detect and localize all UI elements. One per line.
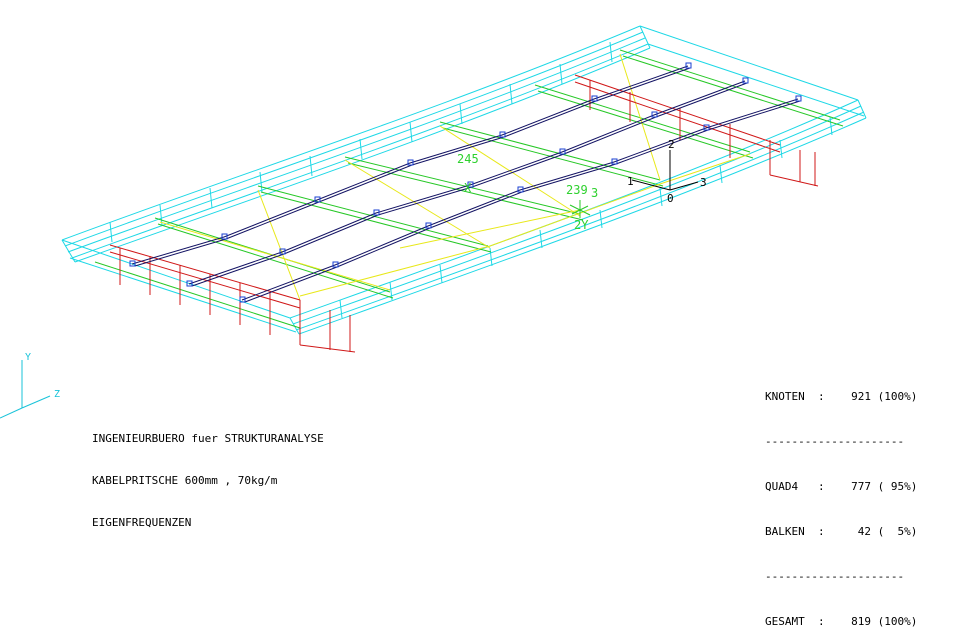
- stats-row-quad4: QUAD4 : 777 ( 95%): [765, 480, 918, 493]
- stats-balken-label: BALKEN: [765, 525, 805, 538]
- mode-shape-nodes: [129, 62, 802, 303]
- stats-row-gesamt: GESAMT : 819 (100%): [765, 615, 918, 628]
- title-line-3: EIGENFREQUENZEN: [92, 516, 192, 529]
- stats-separator-1: ---------------------: [765, 435, 905, 448]
- axis-label-y: Y: [25, 352, 31, 363]
- node-label-2y: 2Y: [574, 218, 589, 232]
- stats-balken-value: 42 ( 5%): [851, 525, 918, 538]
- stats-knoten-value: 921 (100%): [851, 390, 918, 403]
- node-label-245: 245: [457, 152, 479, 166]
- csys-label-3: 3: [700, 176, 707, 189]
- far-side-rail: [61, 25, 651, 263]
- title-line-1: INGENIEURBUERO fuer STRUKTURANALYSE: [92, 432, 324, 445]
- local-csys-icon: [631, 150, 699, 191]
- end-frames: [61, 25, 865, 333]
- node-label-x: X: [464, 181, 472, 195]
- stats-quad4-value: 777 ( 95%): [851, 480, 918, 493]
- stats-row-balken: BALKEN : 42 ( 5%): [765, 525, 918, 538]
- title-line-2: KABELPRITSCHE 600mm , 70kg/m: [92, 474, 278, 487]
- model-viewport[interactable]: 245 X 239 3 2Y 2 1 3 0 Y Z: [0, 0, 961, 457]
- node-label-3: 3: [591, 186, 598, 200]
- node-marker-239: [569, 200, 591, 218]
- stats-separator-2: ---------------------: [765, 570, 905, 583]
- stats-row-knoten: KNOTEN : 921 (100%): [765, 390, 918, 403]
- node-label-239: 239: [566, 183, 588, 197]
- stats-quad4-label: QUAD4: [765, 480, 799, 493]
- stats-knoten-label: KNOTEN: [765, 390, 805, 403]
- csys-label-0: 0: [667, 192, 674, 205]
- csys-label-1: 1: [627, 175, 634, 188]
- stats-gesamt-label: GESAMT: [765, 615, 805, 628]
- model-statistics: KNOTEN : 921 (100%) --------------------…: [765, 359, 917, 644]
- far-rail-stiffeners: [109, 41, 613, 243]
- title-block: INGENIEURBUERO fuer STRUKTURANALYSE KABE…: [92, 404, 324, 544]
- near-rail-stiffeners: [339, 116, 833, 319]
- stats-gesamt-value: 819 (100%): [851, 615, 918, 628]
- bracing: [159, 53, 751, 301]
- axis-label-z: Z: [54, 389, 60, 400]
- crossbars: [94, 49, 844, 329]
- global-axis-icon: [0, 360, 51, 419]
- csys-label-2: 2: [668, 138, 675, 151]
